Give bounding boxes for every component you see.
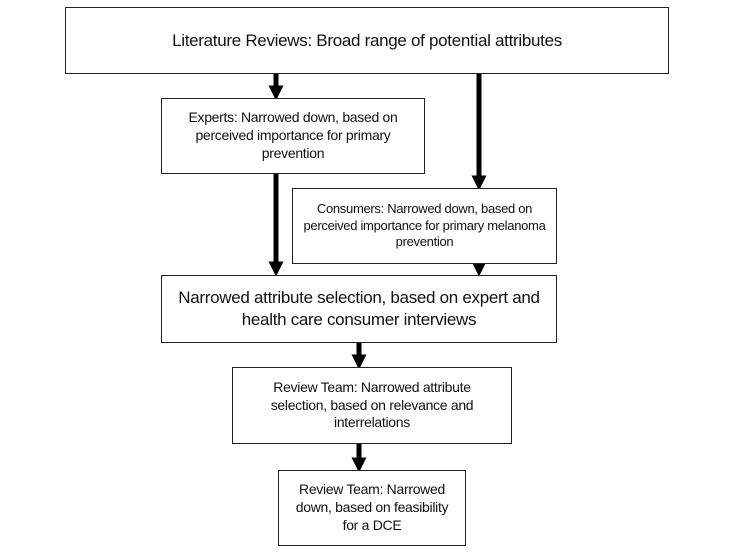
node-experts: Experts: Narrowed down, based on perceiv… — [161, 98, 425, 174]
node-narrowed-attribute-selection: Narrowed attribute selection, based on e… — [161, 275, 557, 343]
node-text: Narrowed attribute selection, based on e… — [178, 288, 540, 329]
node-text: Literature Reviews: Broad range of poten… — [172, 30, 562, 50]
node-text: Review Team: Narrowed attribute selectio… — [270, 378, 474, 431]
node-review-team-relevance: Review Team: Narrowed attribute selectio… — [232, 367, 512, 444]
node-text: Experts: Narrowed down, based on perceiv… — [188, 109, 398, 161]
node-review-team-feasibility: Review Team: Narrowed down, based on fea… — [278, 470, 466, 546]
node-consumers: Consumers: Narrowed down, based on perce… — [292, 188, 557, 264]
node-literature-reviews: Literature Reviews: Broad range of poten… — [65, 7, 669, 74]
node-text: Consumers: Narrowed down, based on perce… — [303, 201, 546, 250]
node-text: Review Team: Narrowed down, based on fea… — [295, 481, 449, 533]
